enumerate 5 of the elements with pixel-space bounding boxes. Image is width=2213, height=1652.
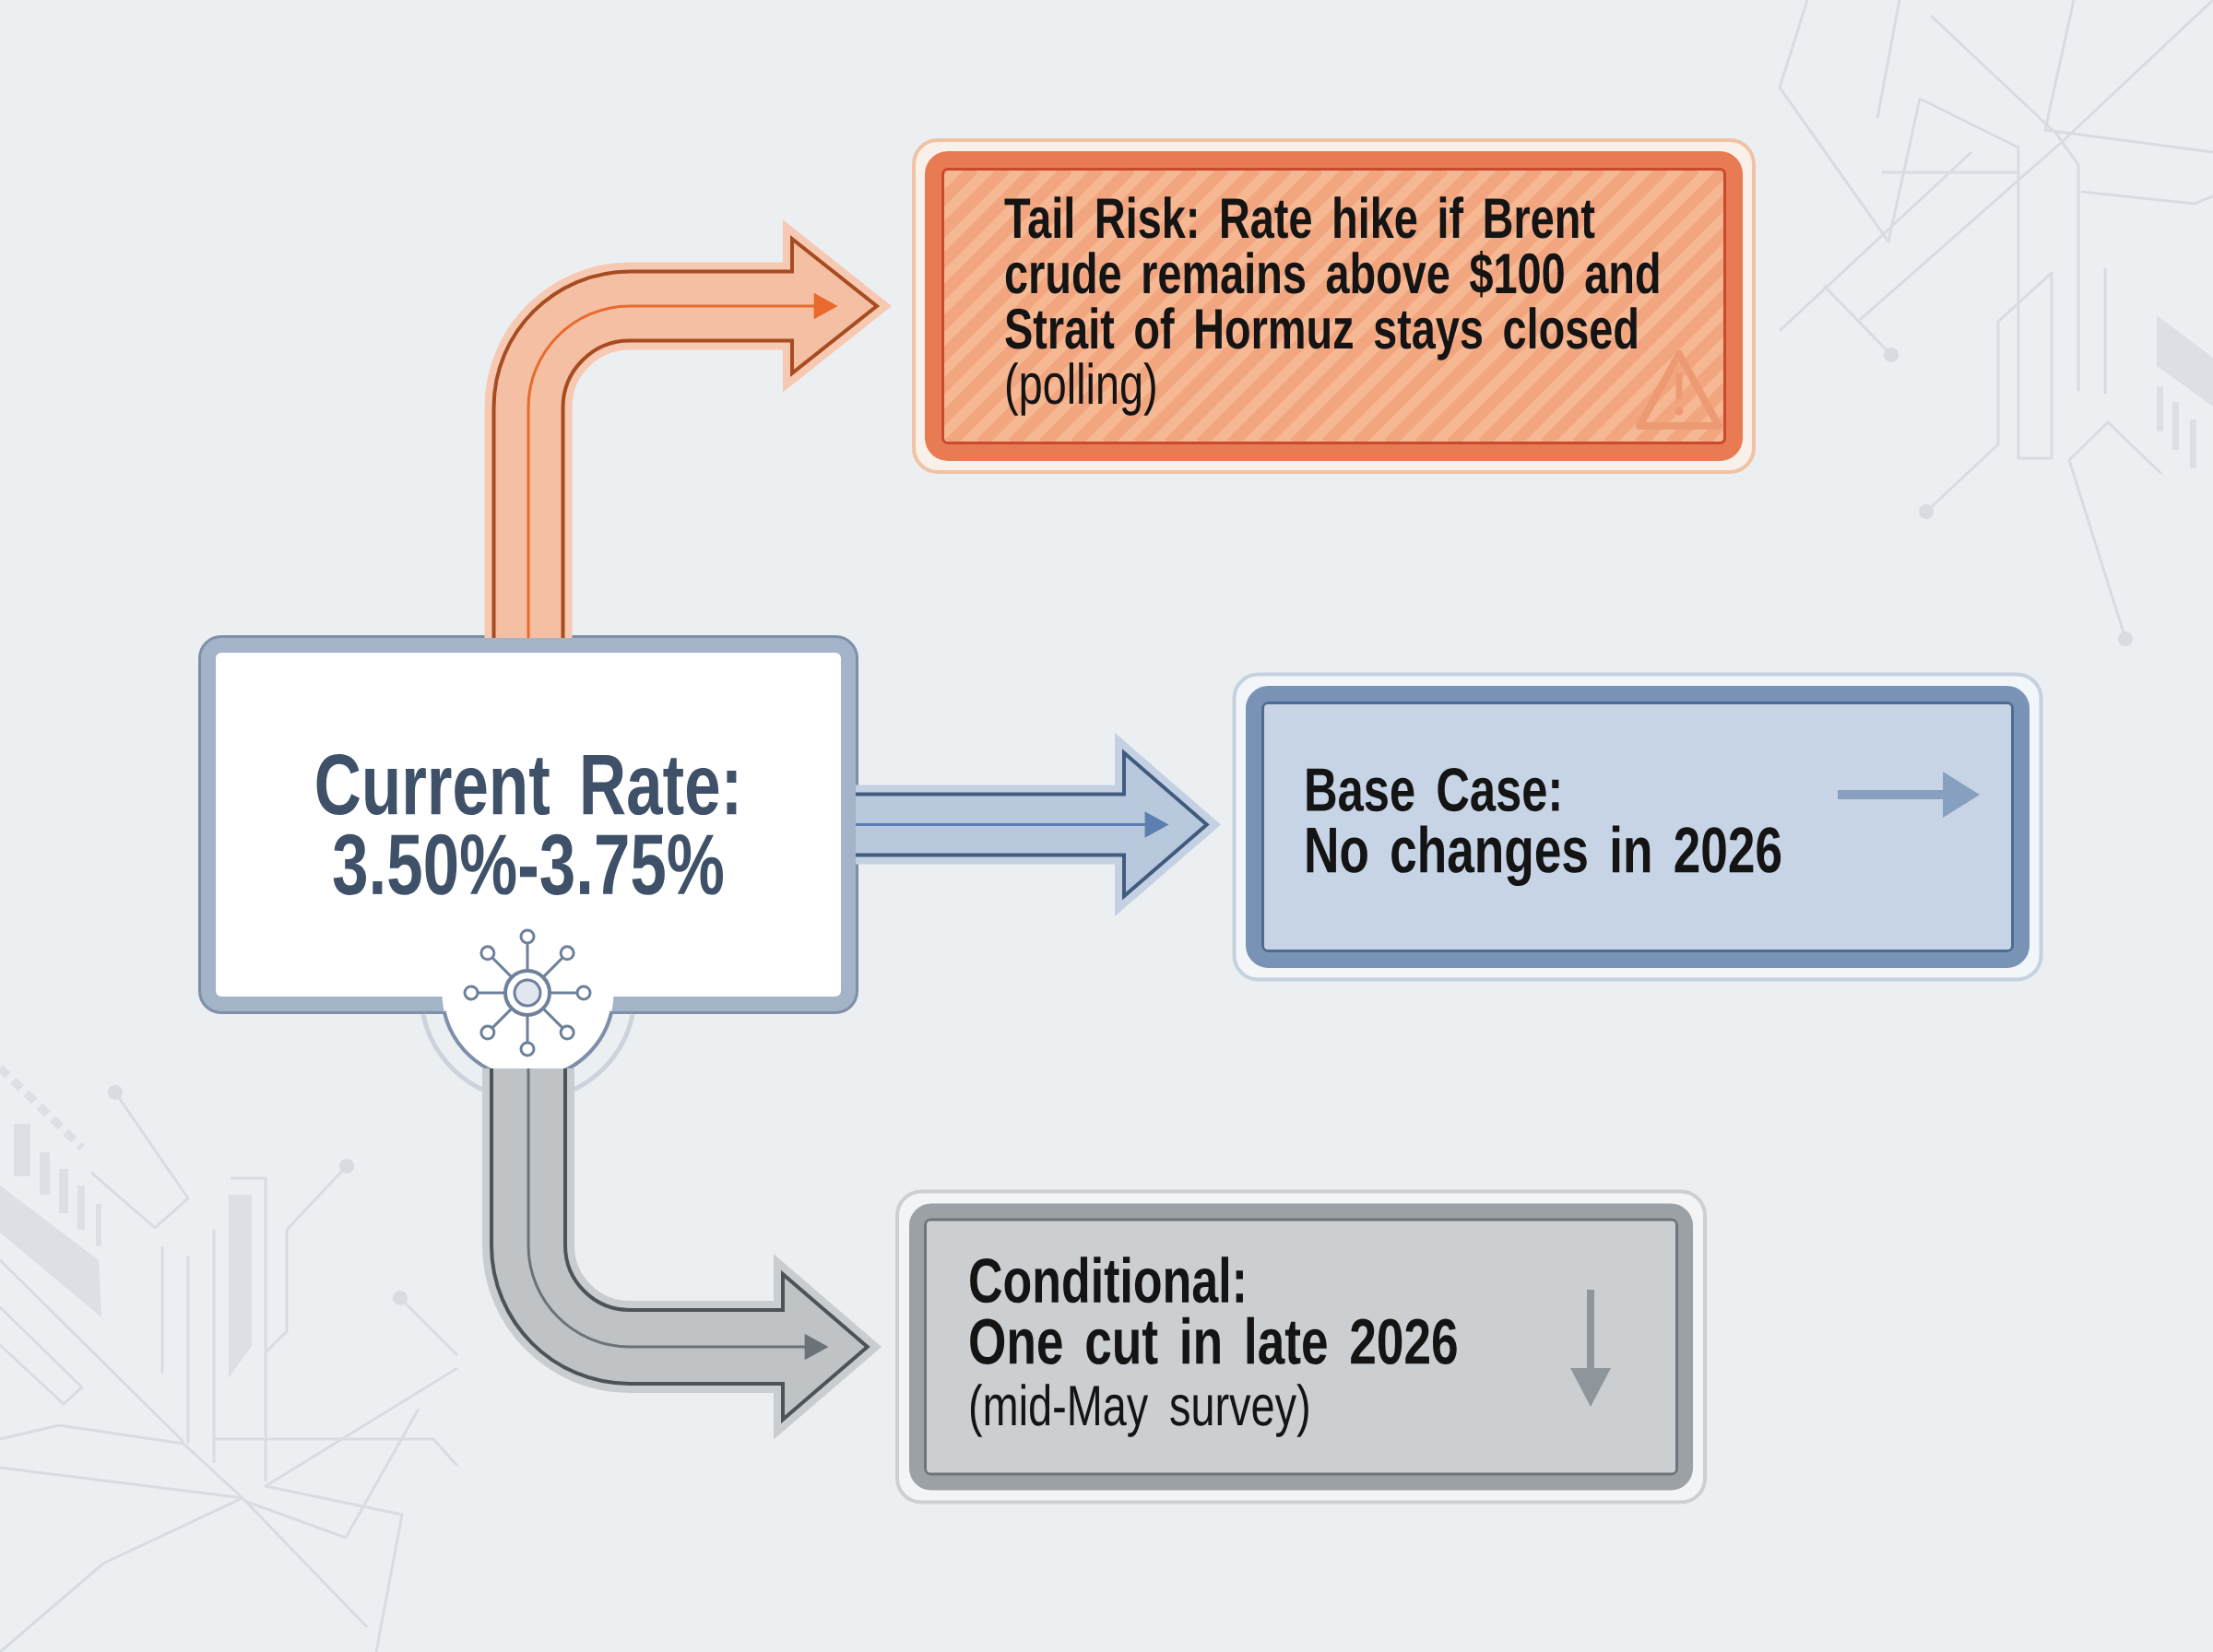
scenario-box: Tail Risk: Rate hike if Brent crude remains above $100 and Strait of Hormuz stays closed (polling) — [912, 137, 1756, 474]
scenario-box: Base Case: No changes in 2026 — [1232, 672, 2043, 982]
arrow — [484, 219, 892, 638]
rate-box: Current Rate: 3.50%-3.75% — [198, 635, 858, 1103]
scenario-box: Conditional: One cut in late 2026 (mid-May survey) — [895, 1189, 1708, 1504]
